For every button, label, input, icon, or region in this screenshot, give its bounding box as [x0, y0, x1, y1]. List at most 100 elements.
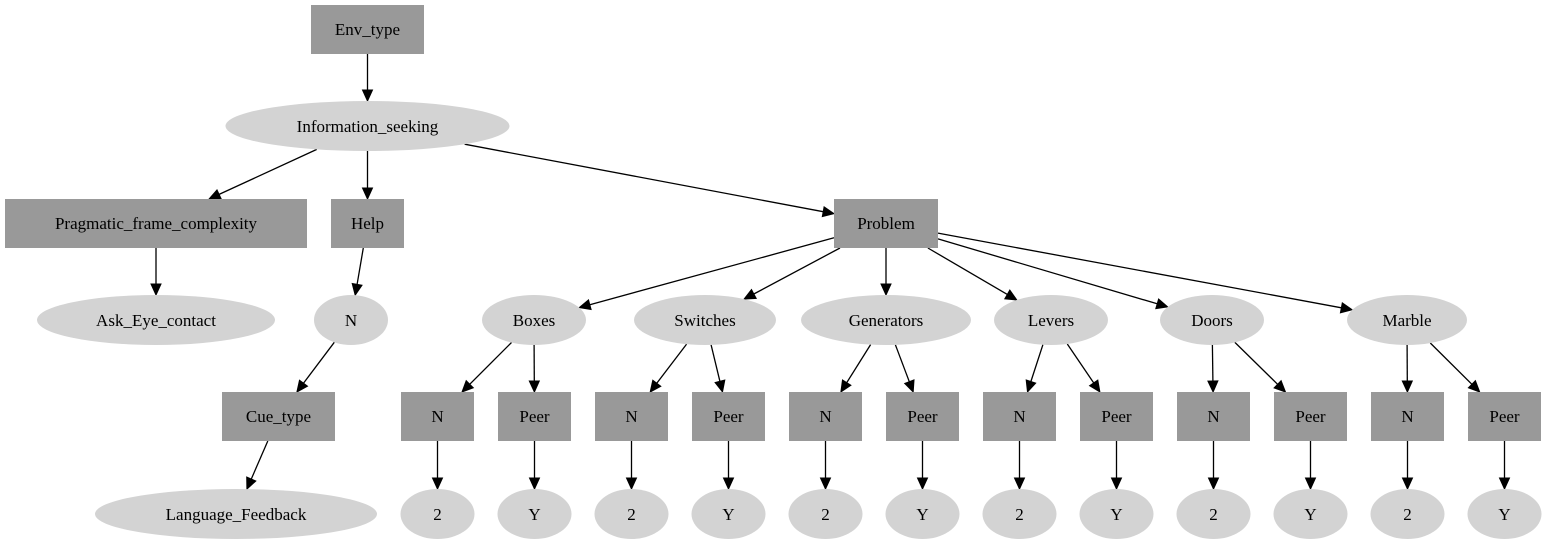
node-switches-peer-val-label: Y: [722, 505, 734, 524]
node-boxes-n-val: 2: [400, 489, 475, 539]
node-switches-n-val-label: 2: [627, 505, 636, 524]
arrowhead-information-seeking-to-pragmatic-frame-complexity: [207, 188, 222, 200]
node-boxes-peer-val: Y: [497, 489, 572, 539]
arrowhead-generators-n-to-generators-n-val: [819, 477, 832, 491]
arrowhead-switches-to-switches-n: [649, 379, 662, 393]
edge-help-n-to-cue-type: [302, 341, 335, 384]
edge-switches-to-switches-peer: [710, 344, 721, 382]
node-language-feedback: Language_Feedback: [95, 489, 377, 539]
node-help: Help: [331, 199, 404, 248]
edge-problem-to-marble: [937, 232, 1342, 309]
edge-generators-to-generators-n: [846, 344, 872, 384]
node-switches-peer-label: Peer: [713, 407, 744, 426]
arrowhead-generators-to-generators-n: [840, 379, 852, 394]
edge-boxes-to-boxes-n: [469, 342, 512, 385]
node-marble-peer: Peer: [1468, 392, 1541, 441]
arrowhead-levers-to-levers-peer: [1088, 379, 1101, 394]
node-levers-peer-val-label: Y: [1110, 505, 1122, 524]
node-levers-peer-label: Peer: [1101, 407, 1132, 426]
node-switches-label: Switches: [674, 311, 735, 330]
node-marble-n-val-label: 2: [1403, 505, 1412, 524]
node-levers-n-val-label: 2: [1015, 505, 1024, 524]
node-generators-label: Generators: [849, 311, 924, 330]
node-generators-peer: Peer: [886, 392, 959, 441]
node-doors-n-val: 2: [1176, 489, 1251, 539]
arrowhead-levers-peer-to-levers-peer-val: [1110, 477, 1123, 491]
edge-problem-to-boxes: [589, 237, 835, 306]
node-boxes-n-label: N: [431, 407, 443, 426]
edge-cue-type-to-language-feedback: [250, 440, 269, 480]
node-levers: Levers: [994, 295, 1108, 345]
arrowhead-problem-to-doors: [1155, 298, 1169, 310]
arrowhead-information-seeking-to-problem: [821, 205, 836, 218]
node-levers-n: N: [983, 392, 1056, 441]
node-doors-n-val-label: 2: [1209, 505, 1218, 524]
arrowhead-env-type-to-information-seeking: [361, 89, 374, 103]
arrowhead-boxes-to-boxes-peer: [528, 380, 541, 394]
node-doors-n: N: [1177, 392, 1250, 441]
edge-levers-to-levers-peer: [1066, 343, 1095, 384]
node-switches: Switches: [634, 295, 776, 345]
arrowhead-marble-peer-to-marble-peer-val: [1498, 477, 1511, 491]
arrowhead-doors-to-doors-peer: [1273, 379, 1287, 393]
arrowhead-switches-peer-to-switches-peer-val: [722, 477, 735, 491]
node-marble-n-val: 2: [1370, 489, 1445, 539]
node-language-feedback-label: Language_Feedback: [166, 505, 307, 524]
arrowhead-generators-peer-to-generators-peer-val: [916, 477, 929, 491]
arrowhead-boxes-peer-to-boxes-peer-val: [528, 477, 541, 491]
arrowhead-levers-n-to-levers-n-val: [1013, 477, 1026, 491]
edge-problem-to-levers: [927, 247, 1008, 295]
node-help-n-label: N: [345, 311, 357, 330]
node-doors-peer-val-label: Y: [1304, 505, 1316, 524]
node-cue-type: Cue_type: [222, 392, 335, 441]
node-ask-eye-contact-label: Ask_Eye_contact: [96, 311, 216, 330]
node-boxes-label: Boxes: [513, 311, 556, 330]
node-levers-n-label: N: [1013, 407, 1025, 426]
node-levers-peer: Peer: [1080, 392, 1153, 441]
node-generators-n-val-label: 2: [821, 505, 830, 524]
arrowhead-problem-to-generators: [880, 283, 892, 297]
arrowhead-problem-to-levers: [1003, 289, 1018, 301]
node-boxes-peer-label: Peer: [519, 407, 550, 426]
node-marble-peer-label: Peer: [1489, 407, 1520, 426]
edge-information-seeking-to-problem: [464, 143, 824, 213]
node-switches-n-val: 2: [594, 489, 669, 539]
node-boxes-peer-val-label: Y: [528, 505, 540, 524]
node-env-type: Env_type: [311, 5, 424, 54]
node-information-seeking-label: Information_seeking: [297, 117, 439, 136]
node-boxes: Boxes: [482, 295, 586, 345]
edge-problem-to-switches: [753, 247, 841, 295]
arrowhead-marble-to-marble-peer: [1467, 379, 1481, 393]
arrowhead-pragmatic-frame-complexity-to-ask-eye-contact: [150, 283, 162, 297]
node-help-label: Help: [351, 214, 384, 233]
node-env-type-label: Env_type: [335, 20, 400, 39]
arrowhead-information-seeking-to-help: [361, 187, 374, 201]
node-generators-peer-label: Peer: [907, 407, 938, 426]
edge-marble-to-marble-peer: [1429, 342, 1473, 385]
arrowhead-boxes-to-boxes-n: [461, 379, 475, 393]
node-pragmatic-frame-complexity-label: Pragmatic_frame_complexity: [55, 214, 258, 233]
edge-doors-to-doors-peer: [1234, 341, 1279, 385]
node-doors-peer-label: Peer: [1295, 407, 1326, 426]
arrowhead-problem-to-marble: [1339, 302, 1354, 314]
node-cue-type-label: Cue_type: [246, 407, 311, 426]
node-generators-n-label: N: [819, 407, 831, 426]
edge-levers-to-levers-n: [1030, 344, 1044, 382]
arrowhead-doors-to-doors-n: [1207, 380, 1219, 394]
node-boxes-peer: Peer: [498, 392, 571, 441]
node-switches-peer: Peer: [692, 392, 765, 441]
node-problem: Problem: [834, 199, 938, 248]
node-levers-n-val: 2: [982, 489, 1057, 539]
edge-problem-to-doors: [937, 238, 1158, 305]
node-doors-label: Doors: [1191, 311, 1233, 330]
node-doors: Doors: [1160, 295, 1264, 345]
node-marble-n-label: N: [1401, 407, 1413, 426]
node-levers-peer-val: Y: [1079, 489, 1154, 539]
edge-switches-to-switches-n: [656, 343, 688, 384]
node-marble-n: N: [1371, 392, 1444, 441]
node-switches-n-label: N: [625, 407, 637, 426]
edges-layer: [150, 54, 1511, 491]
node-switches-peer-val: Y: [691, 489, 766, 539]
node-problem-label: Problem: [857, 214, 915, 233]
node-generators-n-val: 2: [788, 489, 863, 539]
